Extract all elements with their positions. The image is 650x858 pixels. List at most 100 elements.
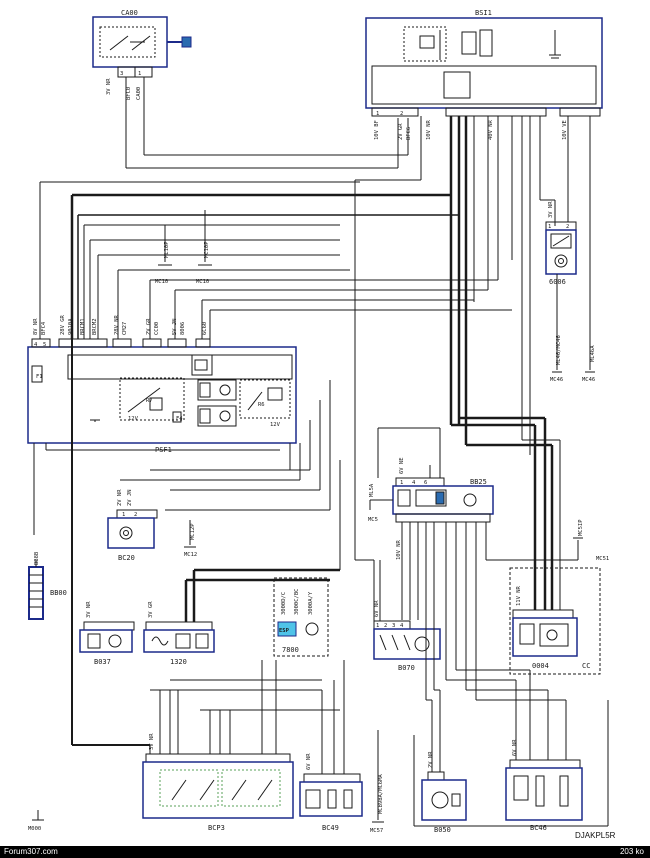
- pin-label: 1: [376, 623, 379, 629]
- conn-psf-c: 28V NR: [114, 314, 120, 335]
- bsi1-box: [365, 17, 603, 109]
- wire-3000d: 3000D/C: [281, 592, 287, 615]
- wire-mc10p: MC10P: [204, 241, 210, 258]
- wire-bfc4: BFC4: [41, 321, 47, 335]
- pin-label: 2: [400, 111, 403, 117]
- bc46-label: BC46: [530, 824, 547, 832]
- ground-mc12: MC12: [184, 552, 197, 558]
- b050-box: [421, 779, 467, 821]
- conn-bb25b: 10V NR: [396, 539, 402, 560]
- bcp3-box: [142, 761, 294, 819]
- footer-site[interactable]: Forum307.com: [4, 847, 58, 856]
- conn-bb25: 6V NE: [399, 457, 405, 474]
- esp-text: ESP: [279, 628, 290, 634]
- conn-psf-d: 2V GR: [146, 318, 152, 335]
- wire-ca00: CA00: [136, 87, 142, 100]
- conn-b070: 6V NR: [374, 600, 380, 617]
- conn-bsi-d: 40V NR: [488, 119, 494, 140]
- bc49-label: BC49: [322, 824, 339, 832]
- pin-label: 3: [120, 71, 123, 77]
- pin-label: 5: [43, 342, 46, 348]
- pin-label: 6: [424, 480, 427, 486]
- psf1-box: [27, 346, 297, 444]
- conn-bsi-b: 2V GR: [398, 123, 404, 140]
- pin-label: 1: [122, 512, 125, 518]
- 6006-label: 6006: [549, 278, 566, 286]
- wire-bfc6: BFC6: [406, 127, 412, 140]
- ca00-inner: [99, 26, 156, 58]
- 0004-dashed: [509, 567, 601, 675]
- pin-label: 1: [376, 111, 379, 117]
- bc49-box: [299, 781, 363, 817]
- pin-label: 4: [34, 342, 38, 348]
- wire-ml10p: ML10P: [164, 241, 170, 258]
- 0004-box: [512, 617, 578, 657]
- fan-icon: [119, 526, 133, 540]
- gear-icon: [554, 254, 568, 268]
- conn-bcp3: 3V NR: [149, 733, 155, 750]
- wire-cm27: CM27: [122, 322, 128, 335]
- voltage-12v: 12V: [128, 416, 139, 422]
- pin-label: 3: [392, 623, 395, 629]
- wire-bb8b: BB8B: [34, 551, 40, 565]
- conn-bc20: 2V NR: [117, 489, 123, 506]
- pin-label: 2: [384, 623, 387, 629]
- wire-mc5ip: MC5IP: [578, 519, 584, 536]
- footer-size: 203 ko: [619, 847, 644, 856]
- conn-bc49: 6V NR: [306, 753, 312, 770]
- bsi1-label: BSI1: [475, 9, 492, 17]
- conn-bc46: 6V NR: [512, 739, 518, 756]
- ca00-label: CA00: [121, 9, 138, 17]
- cc-label: CC: [582, 662, 590, 670]
- wire-9010a: 9010A: [68, 318, 74, 335]
- b050-label: B050: [434, 826, 451, 834]
- conn-ca00: 3V NR: [106, 78, 112, 95]
- pin-label: 4: [412, 480, 416, 486]
- wire-ml46: ML46/MC46: [556, 335, 562, 365]
- conn-b050: 2V NR: [428, 751, 434, 768]
- esp-icon: [277, 621, 297, 637]
- wire-8006: 8006: [180, 322, 186, 335]
- ground-mc5: MC5: [368, 517, 378, 523]
- 7800-label: 7800: [282, 646, 299, 654]
- bcp3-label: BCP3: [208, 824, 225, 832]
- pin-label: 2: [566, 224, 569, 230]
- pin-label: 1: [548, 224, 551, 230]
- 1320-label: 1320: [170, 658, 187, 666]
- conn-6006: 3V NR: [548, 201, 554, 218]
- pin-label: 2: [134, 512, 137, 518]
- bc46-box: [505, 767, 583, 821]
- wire-ml5a: ML5A: [369, 483, 375, 497]
- fuse-f1: F1: [36, 374, 43, 380]
- ground-m000: M000: [28, 826, 41, 832]
- ground-mc46b: MC46: [582, 377, 595, 383]
- wire-brcm1: BRCM1: [80, 318, 86, 335]
- footer-bar: Forum307.com 203 ko: [0, 846, 650, 858]
- pin-label: 1: [138, 71, 141, 77]
- 0004-label: 0004: [532, 662, 549, 670]
- wire-ml46a: ML46A: [590, 345, 596, 362]
- bc20-label: BC20: [118, 554, 135, 562]
- conn-psf-b: 28V GR: [60, 314, 66, 335]
- b070-label: B070: [398, 664, 415, 672]
- relay-r7: R7: [146, 398, 153, 404]
- wire-6c60: 6C60: [202, 322, 208, 335]
- wire-mcb9ba: MCB9BA/MC6MA: [378, 774, 384, 814]
- ground-mc10a: MC10: [155, 279, 168, 285]
- conn-0004: 11V NR: [516, 585, 522, 606]
- conn-bsi-e: 10V VE: [562, 120, 568, 140]
- bb00-label: BB00: [50, 589, 67, 597]
- bc20-box: [107, 517, 155, 549]
- b037-label: B037: [94, 658, 111, 666]
- conn-bc20b: 2V JN: [127, 489, 133, 506]
- conn-psf-a: 8V NR: [33, 318, 39, 335]
- key-icon: [167, 36, 192, 48]
- b037-box: [79, 629, 133, 653]
- relay-r6: R6: [258, 402, 265, 408]
- psf1-label: PSF1: [155, 446, 172, 454]
- fuse-f4: F4: [176, 416, 183, 422]
- 6006-box: [545, 229, 577, 275]
- ground-mc51: MC51: [596, 556, 609, 562]
- conn-psf-e: 5V JN: [172, 318, 178, 335]
